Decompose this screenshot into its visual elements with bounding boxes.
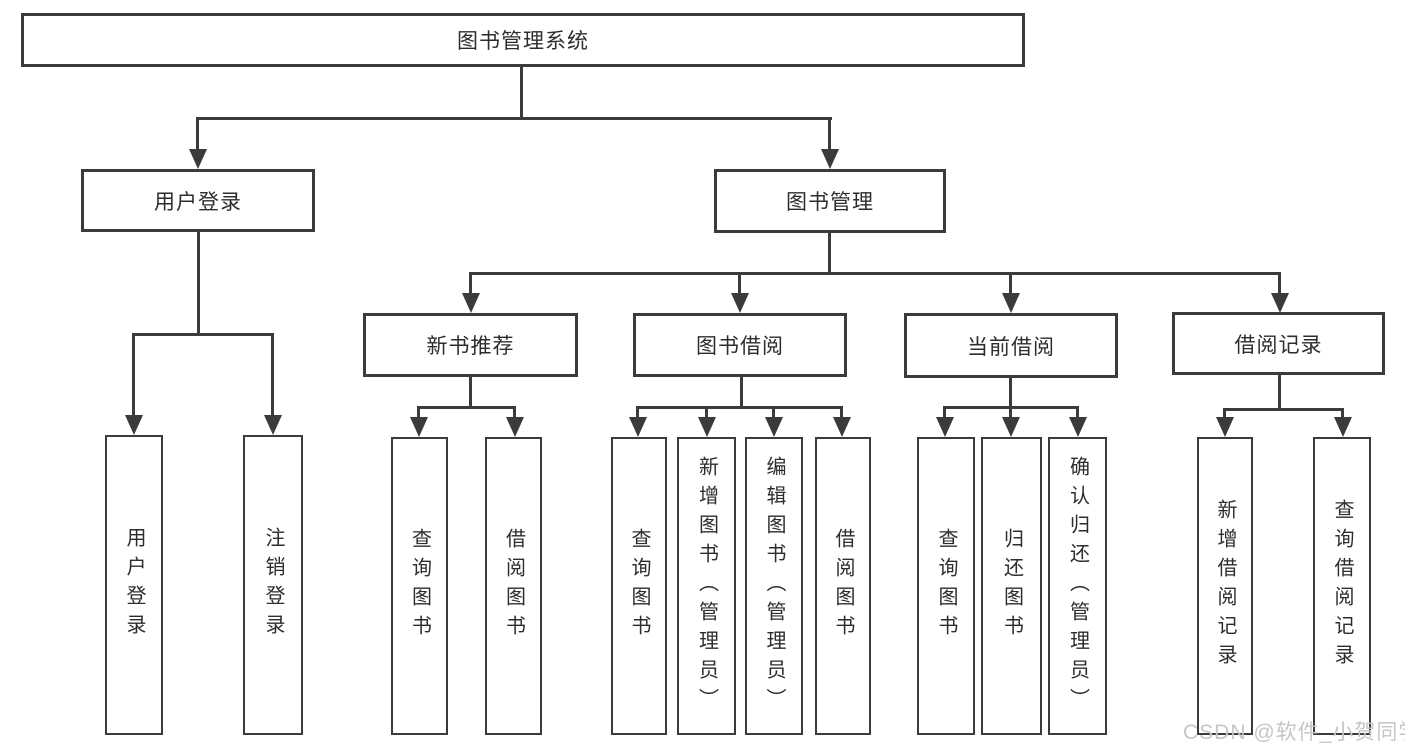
node-leaf-br-query-label: 查询借阅记录 bbox=[1331, 499, 1353, 673]
connector-line bbox=[1223, 408, 1344, 411]
connector-line bbox=[513, 406, 516, 419]
arrow-down-icon bbox=[765, 417, 783, 437]
arrow-down-icon bbox=[731, 293, 749, 313]
node-leaf-cb-confirm-label: 确认归还（管理员） bbox=[1066, 455, 1089, 717]
connector-line bbox=[417, 406, 420, 419]
node-book-borrow: 图书借阅 bbox=[633, 313, 847, 377]
connector-line bbox=[271, 333, 274, 417]
arrow-down-icon bbox=[1334, 417, 1352, 437]
connector-line bbox=[1009, 406, 1012, 419]
arrow-down-icon bbox=[1216, 417, 1234, 437]
arrow-down-icon bbox=[1002, 293, 1020, 313]
node-leaf-cb-return-label: 归还图书 bbox=[1000, 528, 1023, 644]
node-leaf-br-add: 新增借阅记录 bbox=[1197, 437, 1253, 735]
node-leaf-rec-borrow-label: 借阅图书 bbox=[502, 528, 525, 644]
node-borrow-records-label: 借阅记录 bbox=[1234, 333, 1323, 357]
node-root-label: 图书管理系统 bbox=[457, 30, 589, 53]
connector-line bbox=[1009, 378, 1012, 409]
node-leaf-bb-edit: 编辑图书（管理员） bbox=[745, 437, 803, 735]
arrow-down-icon bbox=[821, 149, 839, 169]
connector-line bbox=[1341, 408, 1344, 419]
node-leaf-cb-query: 查询图书 bbox=[917, 437, 975, 735]
connector-line bbox=[840, 406, 843, 419]
connector-line bbox=[132, 333, 135, 417]
connector-line bbox=[1278, 375, 1281, 411]
node-leaf-bb-edit-label: 编辑图书（管理员） bbox=[763, 455, 785, 717]
node-leaf-rec-query: 查询图书 bbox=[391, 437, 448, 735]
node-leaf-cb-query-label: 查询图书 bbox=[935, 528, 957, 644]
arrow-down-icon bbox=[410, 417, 428, 437]
arrow-down-icon bbox=[1271, 293, 1289, 313]
connector-line bbox=[417, 406, 516, 409]
node-leaf-bb-query: 查询图书 bbox=[611, 437, 667, 735]
connector-line bbox=[705, 406, 708, 419]
connector-line bbox=[469, 272, 472, 295]
node-leaf-user-login: 用户登录 bbox=[105, 435, 163, 735]
connector-line bbox=[828, 117, 831, 151]
node-leaf-cb-confirm: 确认归还（管理员） bbox=[1048, 437, 1107, 735]
node-leaf-rec-query-label: 查询图书 bbox=[408, 528, 431, 644]
arrow-down-icon bbox=[629, 417, 647, 437]
node-user-login: 用户登录 bbox=[81, 169, 315, 232]
node-current-borrow-label: 当前借阅 bbox=[967, 335, 1055, 359]
node-leaf-rec-borrow: 借阅图书 bbox=[485, 437, 542, 735]
node-user-login-label: 用户登录 bbox=[154, 190, 242, 214]
connector-line bbox=[1278, 272, 1281, 295]
node-borrow-records: 借阅记录 bbox=[1172, 312, 1385, 375]
connector-line bbox=[828, 233, 831, 275]
node-leaf-bb-borrow-label: 借阅图书 bbox=[832, 528, 854, 644]
arrow-down-icon bbox=[506, 417, 524, 437]
connector-line bbox=[196, 117, 832, 120]
node-book-mgmt: 图书管理 bbox=[714, 169, 946, 233]
connector-line bbox=[740, 377, 743, 409]
node-leaf-logout-label: 注销登录 bbox=[262, 527, 284, 643]
connector-line bbox=[1223, 408, 1226, 419]
connector-line bbox=[636, 406, 639, 419]
connector-line bbox=[1009, 272, 1012, 295]
arrow-down-icon bbox=[936, 417, 954, 437]
node-leaf-user-login-label: 用户登录 bbox=[123, 527, 145, 643]
node-leaf-logout: 注销登录 bbox=[243, 435, 303, 735]
node-leaf-bb-add-label: 新增图书（管理员） bbox=[695, 455, 718, 717]
arrow-down-icon bbox=[125, 415, 143, 435]
arrow-down-icon bbox=[1069, 417, 1087, 437]
connector-line bbox=[132, 333, 274, 336]
node-leaf-cb-return: 归还图书 bbox=[981, 437, 1042, 735]
node-book-borrow-label: 图书借阅 bbox=[696, 335, 784, 358]
node-new-book-rec: 新书推荐 bbox=[363, 313, 578, 377]
watermark: CSDN @软件_小贺同学 bbox=[1183, 721, 1405, 744]
node-current-borrow: 当前借阅 bbox=[904, 313, 1118, 378]
connector-line bbox=[520, 66, 523, 119]
arrow-down-icon bbox=[698, 417, 716, 437]
connector-line bbox=[469, 272, 1281, 275]
node-new-book-rec-label: 新书推荐 bbox=[426, 335, 515, 358]
node-leaf-bb-borrow: 借阅图书 bbox=[815, 437, 871, 735]
connector-line bbox=[197, 232, 200, 336]
connector-line bbox=[1076, 406, 1079, 419]
connector-line bbox=[738, 272, 741, 295]
connector-line bbox=[943, 406, 946, 419]
arrow-down-icon bbox=[264, 415, 282, 435]
connector-line bbox=[636, 406, 843, 409]
arrow-down-icon bbox=[462, 293, 480, 313]
connector-line bbox=[196, 117, 199, 151]
arrow-down-icon bbox=[1002, 417, 1020, 437]
arrow-down-icon bbox=[833, 417, 851, 437]
node-root: 图书管理系统 bbox=[21, 13, 1025, 67]
node-leaf-br-add-label: 新增借阅记录 bbox=[1214, 499, 1236, 673]
node-leaf-bb-query-label: 查询图书 bbox=[628, 528, 650, 644]
node-leaf-bb-add: 新增图书（管理员） bbox=[677, 437, 736, 735]
connector-line bbox=[469, 377, 472, 409]
arrow-down-icon bbox=[189, 149, 207, 169]
node-leaf-br-query: 查询借阅记录 bbox=[1313, 437, 1371, 735]
connector-line bbox=[772, 406, 775, 419]
node-book-mgmt-label: 图书管理 bbox=[786, 191, 874, 214]
